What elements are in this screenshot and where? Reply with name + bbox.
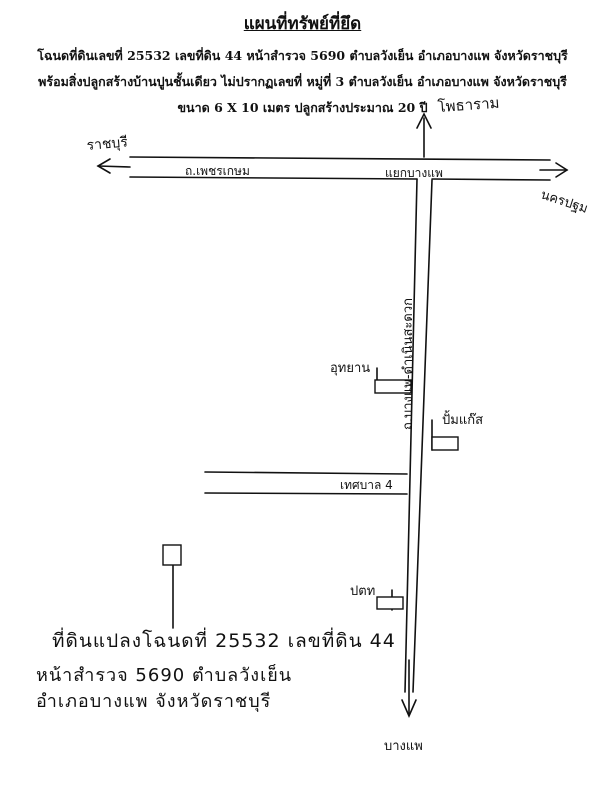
plot-building (162, 544, 182, 566)
gas-pump-label: ปั้มแก๊ส (442, 410, 483, 428)
up-arrowhead (416, 112, 432, 129)
building-info-line: พร้อมสิ่งปลูกสร้างบ้านปูนชั้นเดียว ไม่ปร… (38, 74, 567, 89)
left-direction-label: ราชบุรี (86, 134, 129, 154)
main-road-top-edge (129, 156, 551, 161)
main-road-label: ถ.เพชรเกษม (185, 164, 250, 178)
right-arrowhead (555, 162, 569, 178)
right-direction-label: นครปฐม (539, 188, 590, 217)
page-title: แผนที่ทรัพย์ที่ยึด (243, 14, 362, 34)
park-building (374, 379, 412, 394)
vertical-road-right-edge (412, 179, 433, 693)
vertical-road-left-edge (404, 178, 418, 693)
ptt-building (376, 596, 404, 610)
side-road-label: เทศบาล 4 (340, 478, 393, 492)
gas-pump-building (431, 436, 459, 451)
size-info-line: ขนาด 6 X 10 เมตร ปลูกสร้างประมาณ 20 ปี (177, 100, 428, 115)
bottom-direction-label: บางแพ (384, 739, 423, 754)
down-arrowhead (401, 699, 417, 718)
deed-info-line: โฉนดที่ดินเลขที่ 25532 เลขที่ดิน 44 หน้า… (37, 48, 568, 63)
side-road-top-edge (204, 471, 408, 475)
top-direction-label: โพธาราม (437, 94, 500, 116)
junction-label: แยกบางแพ (385, 166, 443, 180)
plot-note-line-3: อำเภอบางแพ จังหวัดราชบุรี (36, 691, 272, 712)
main-road-bottom-edge-left (129, 176, 418, 180)
vertical-road-label: ถ.บางแพ-ดำเนินสะดวก (401, 298, 416, 430)
plot-note-line-2: หน้าสำรวจ 5690 ตำบลวังเย็น (36, 665, 293, 686)
left-arrowhead (96, 158, 111, 174)
side-road-bottom-edge (204, 492, 408, 495)
ptt-label: ปตท (350, 584, 375, 599)
plot-note-line-1: ที่ดินแปลงโฉนดที่ 25532 เลขที่ดิน 44 (52, 630, 396, 652)
park-label: อุทยาน (330, 361, 370, 376)
left-arrow-shaft (97, 165, 131, 168)
main-road-bottom-edge-right (431, 178, 551, 181)
